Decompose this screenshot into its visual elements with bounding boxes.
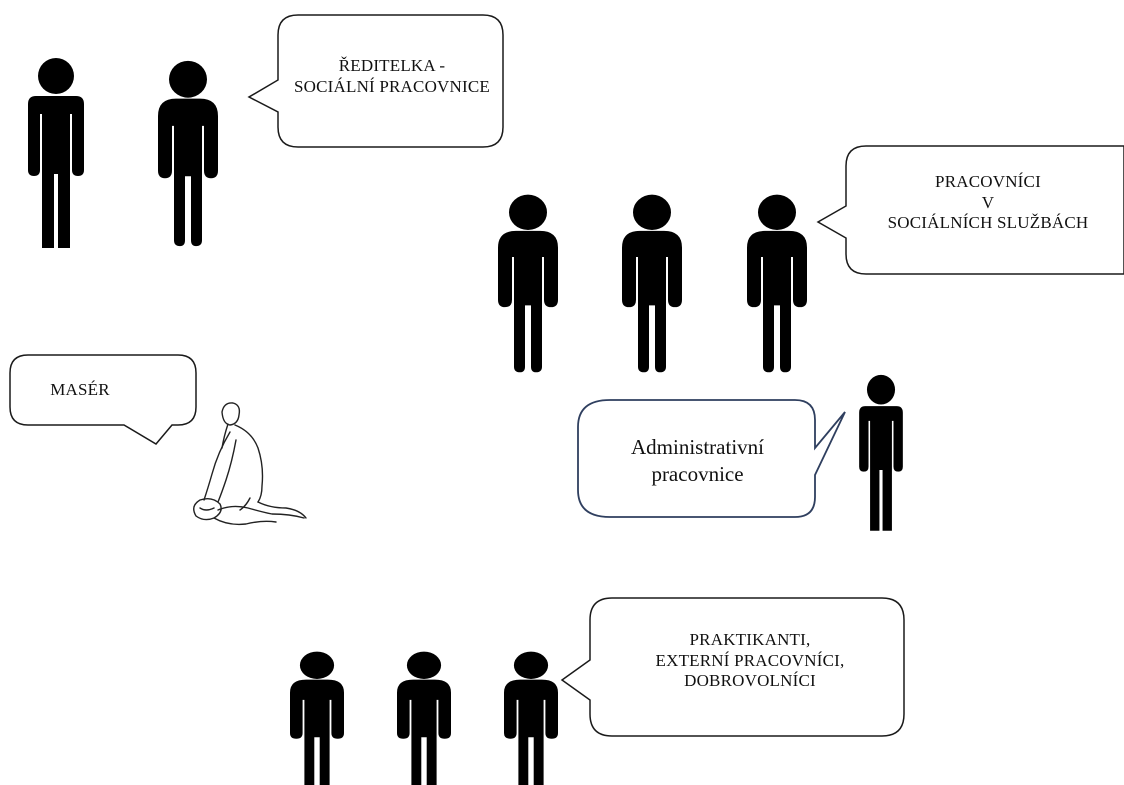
label-line: pracovnice bbox=[651, 462, 744, 487]
person-icon bbox=[859, 374, 903, 531]
social-workers-speech-bubble bbox=[816, 145, 1124, 275]
director-speech-bubble bbox=[247, 14, 504, 148]
director-label: ŘEDITELKA - SOCIÁLNÍ PRACOVNICE bbox=[288, 56, 496, 97]
social-workers-label: PRACOVNÍCI V SOCIÁLNÍCH SLUŽBÁCH bbox=[858, 172, 1118, 234]
label-line: MASÉR bbox=[50, 380, 110, 399]
person-icon bbox=[498, 194, 558, 373]
admin-label: Administrativní pracovnice bbox=[590, 434, 805, 489]
person-icon bbox=[397, 651, 451, 785]
label-line: DOBROVOLNÍCI bbox=[684, 671, 816, 691]
person-icon bbox=[290, 651, 344, 785]
label-line: SOCIÁLNÍCH SLUŽBÁCH bbox=[887, 213, 1089, 233]
person-icon bbox=[504, 651, 558, 785]
admin-figure bbox=[859, 374, 903, 531]
person-icon bbox=[28, 58, 84, 248]
label-line: V bbox=[981, 192, 995, 212]
label-line: SOCIÁLNÍ PRACOVNICE bbox=[293, 76, 490, 96]
person-icon bbox=[158, 60, 218, 247]
label-line: PRACOVNÍCI bbox=[935, 172, 1041, 191]
masseur-speech-bubble bbox=[9, 354, 197, 445]
massage-icon bbox=[193, 402, 307, 526]
label-line: Administrativní bbox=[631, 435, 764, 459]
social-workers-figures bbox=[498, 194, 807, 373]
label-line: ŘEDITELKA - bbox=[338, 56, 446, 75]
interns-speech-bubble bbox=[560, 597, 905, 737]
interns-figures bbox=[290, 651, 558, 785]
person-icon bbox=[747, 194, 807, 373]
person-icon bbox=[622, 194, 682, 373]
director-figures bbox=[28, 58, 218, 248]
interns-label: PRAKTIKANTI, EXTERNÍ PRACOVNÍCI, DOBROVO… bbox=[600, 630, 900, 692]
masseur-label: MASÉR bbox=[30, 380, 130, 401]
label-line: PRAKTIKANTI, bbox=[689, 630, 811, 649]
label-line: EXTERNÍ PRACOVNÍCI, bbox=[655, 650, 845, 670]
admin-speech-bubble bbox=[577, 399, 846, 518]
